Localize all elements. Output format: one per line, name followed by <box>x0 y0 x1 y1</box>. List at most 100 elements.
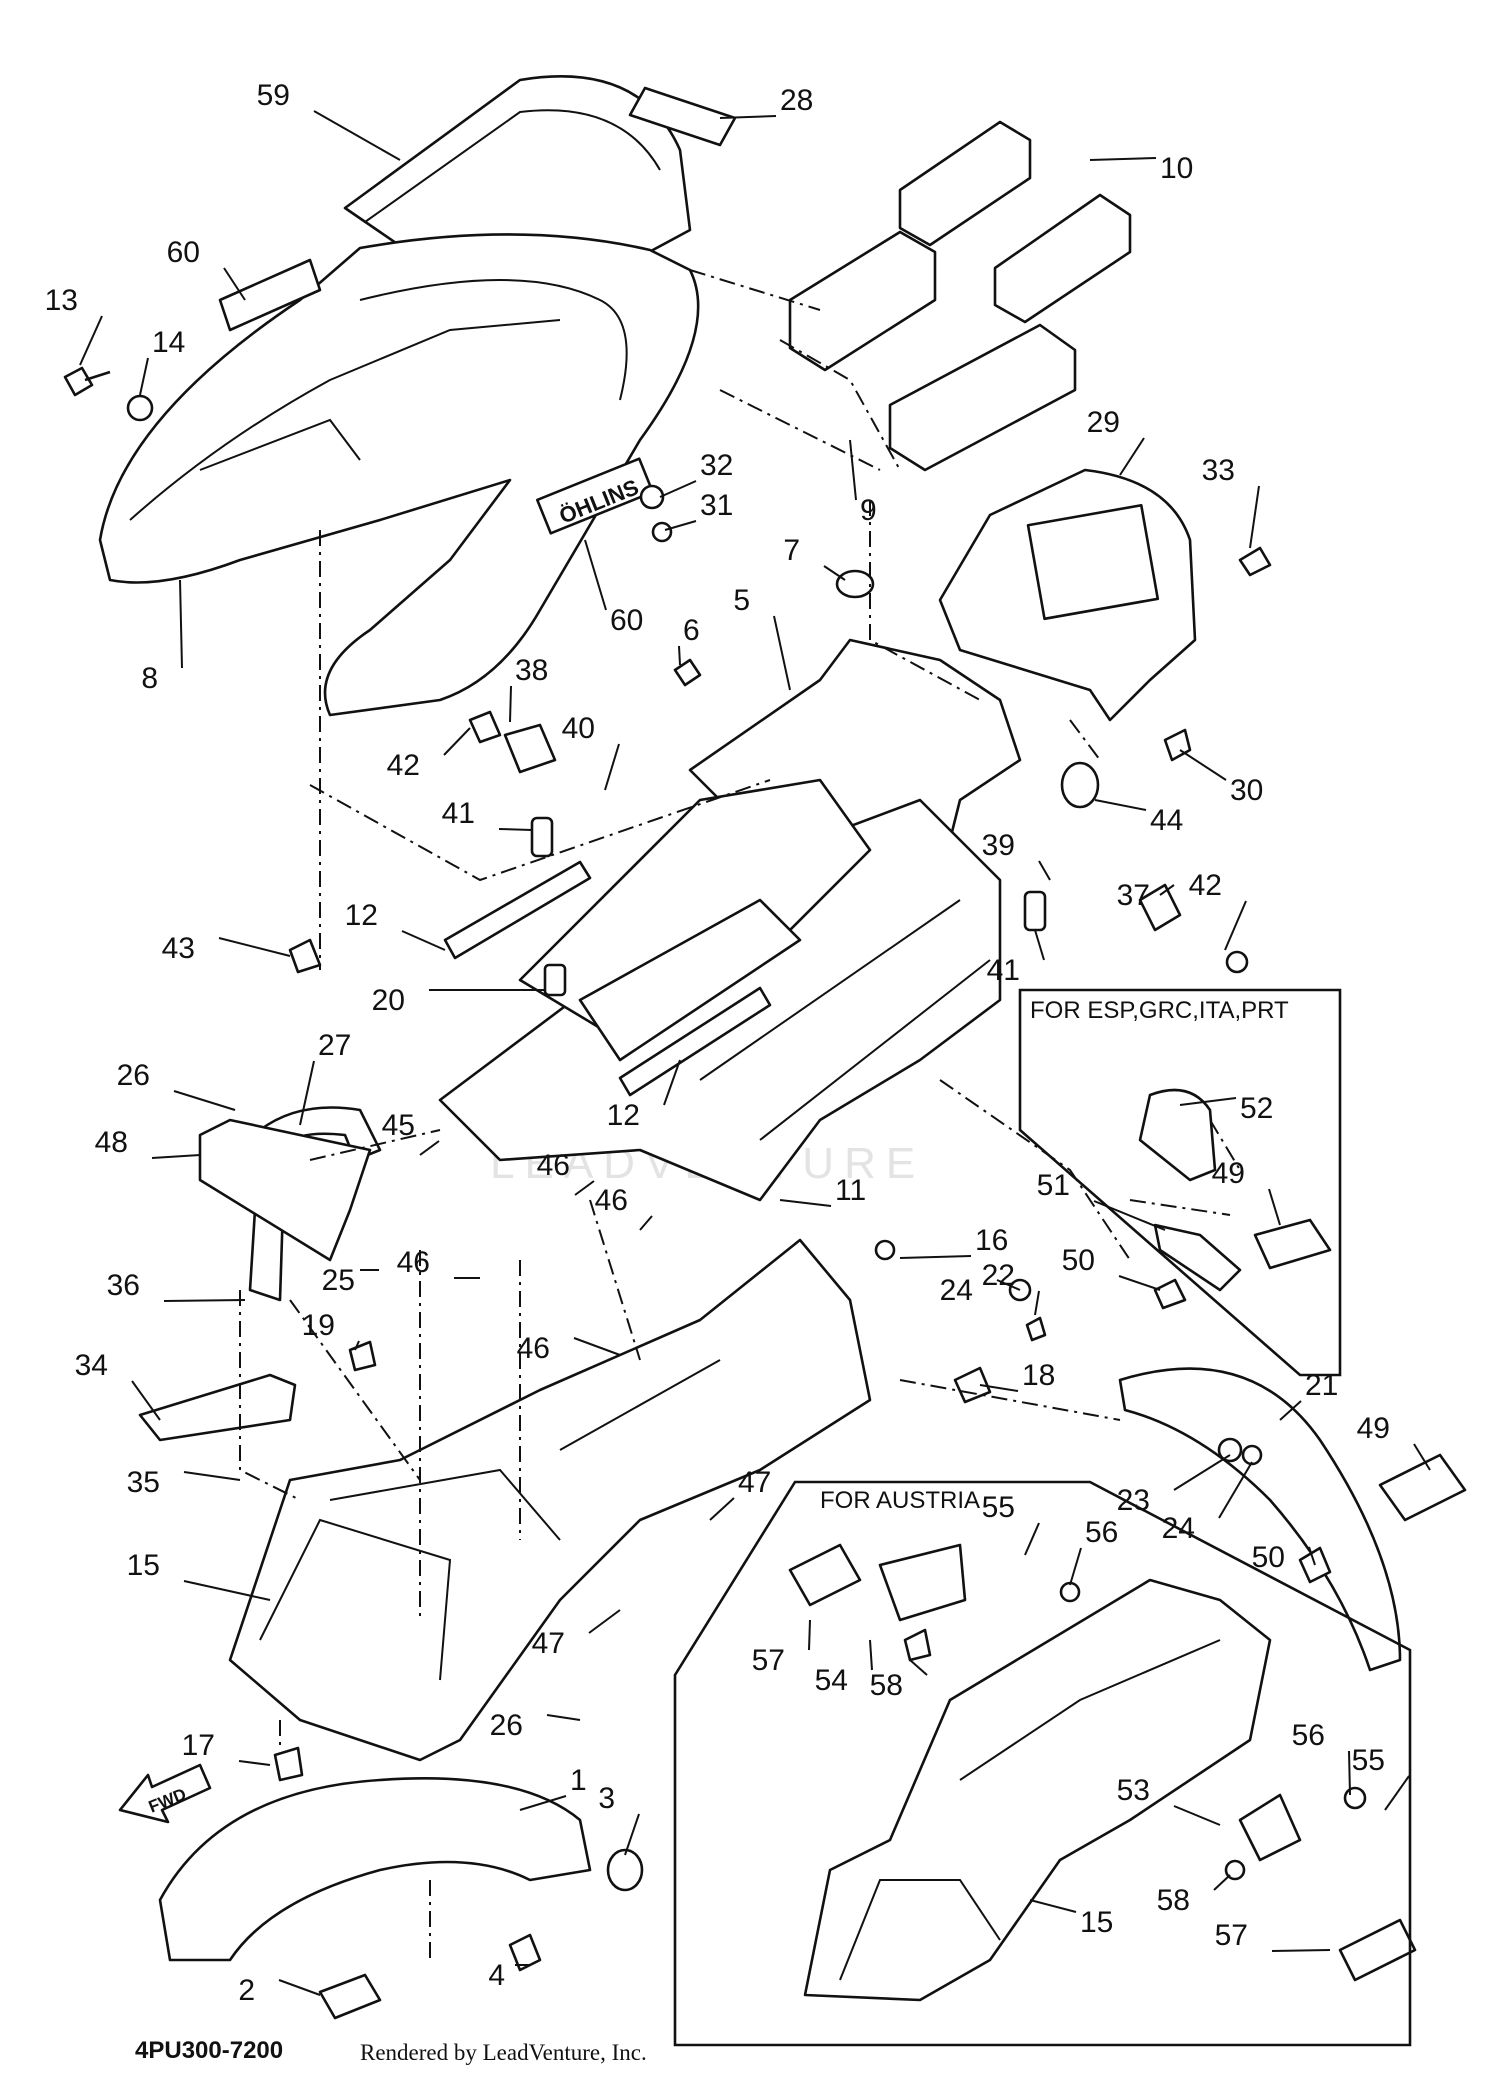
leader-line-55a <box>1024 1522 1040 1556</box>
callout-1: 1 <box>570 1764 587 1797</box>
leader-line-34 <box>131 1380 161 1421</box>
callout-11: 11 <box>835 1174 866 1207</box>
leader-line-31 <box>664 520 697 531</box>
leader-line-12b <box>663 1059 681 1106</box>
callout-60a: 60 <box>167 236 200 269</box>
leader-line-13 <box>79 315 103 366</box>
callout-58b: 58 <box>1157 1884 1190 1917</box>
callout-38: 38 <box>515 654 548 687</box>
leader-line-41b <box>1034 929 1045 961</box>
callout-41b: 41 <box>987 954 1020 987</box>
leader-line-33 <box>1249 485 1260 549</box>
callout-12a: 12 <box>345 899 378 932</box>
leader-line-47a <box>709 1497 735 1521</box>
drawing-code: 4PU300-7200 <box>135 2037 283 2064</box>
leader-line-17 <box>238 1760 271 1766</box>
leader-line-49a <box>1413 1443 1431 1471</box>
leader-line-3 <box>624 1813 640 1856</box>
inset-esp-title: FOR ESP,GRC,ITA,PRT <box>1030 997 1289 1024</box>
callout-20: 20 <box>372 984 405 1017</box>
callout-32: 32 <box>700 449 733 482</box>
callout-50a: 50 <box>1252 1541 1285 1574</box>
leader-line-11 <box>779 1199 832 1207</box>
callout-53: 53 <box>1117 1774 1150 1807</box>
leader-line-56a <box>1069 1547 1082 1586</box>
leader-line-49b <box>1268 1188 1281 1226</box>
leader-line-7 <box>823 565 846 581</box>
leader-line-46a <box>574 1180 595 1196</box>
callout-26a: 26 <box>117 1059 150 1092</box>
inset-esp-grc-ita-prt: FOR ESP,GRC,ITA,PRT <box>1018 988 1342 1377</box>
callout-41a: 41 <box>442 797 475 830</box>
leader-line-51 <box>1093 1200 1166 1231</box>
callout-37: 37 <box>1117 879 1150 912</box>
leader-line-18 <box>979 1384 1019 1392</box>
callout-36: 36 <box>107 1269 140 1302</box>
callout-5: 5 <box>733 584 750 617</box>
callout-39: 39 <box>982 829 1015 862</box>
part-10-pads <box>788 120 1132 472</box>
leader-line-24a <box>996 1279 1021 1291</box>
callout-57b: 57 <box>1215 1919 1248 1952</box>
leader-line-24b <box>1218 1461 1253 1519</box>
leader-line-50a <box>1308 1546 1316 1566</box>
leader-line-32 <box>659 480 697 498</box>
leader-line-30 <box>1179 749 1227 781</box>
callout-30: 30 <box>1230 774 1263 807</box>
part-48-bracket <box>198 1118 372 1262</box>
leader-line-8 <box>179 579 183 669</box>
leader-line-16 <box>899 1255 972 1259</box>
leader-line-29 <box>1119 437 1145 476</box>
callout-54: 54 <box>815 1664 848 1697</box>
leader-line-48 <box>151 1154 201 1159</box>
callout-8: 8 <box>141 662 158 695</box>
leader-line-36 <box>163 1299 246 1302</box>
callout-44: 44 <box>1150 804 1183 837</box>
leader-line-35 <box>183 1471 241 1481</box>
callout-59: 59 <box>257 79 290 112</box>
callout-49a: 49 <box>1357 1412 1390 1445</box>
leader-line-53 <box>1173 1805 1221 1826</box>
callout-4: 4 <box>488 1959 505 1992</box>
callout-3: 3 <box>598 1782 615 1815</box>
leader-line-55b <box>1384 1775 1410 1811</box>
leader-line-58b <box>1213 1874 1231 1891</box>
leader-line-46d <box>573 1337 621 1356</box>
part-8-tail-cowl: ÖHLINS <box>98 233 700 717</box>
callout-31: 31 <box>700 489 733 522</box>
callout-46c: 46 <box>397 1246 430 1279</box>
callout-7: 7 <box>783 534 800 567</box>
callout-9: 9 <box>860 494 877 527</box>
callout-56b: 56 <box>1292 1719 1325 1752</box>
callout-29: 29 <box>1087 406 1120 439</box>
inset-austria-title: FOR AUSTRIA <box>820 1487 980 1514</box>
leader-line-43 <box>218 937 291 957</box>
callout-45: 45 <box>382 1109 415 1142</box>
callout-18: 18 <box>1022 1359 1055 1392</box>
leader-line-57a <box>808 1619 811 1651</box>
leader-line-50b <box>1118 1275 1161 1291</box>
leader-line-6 <box>678 645 681 666</box>
leader-line-37 <box>1159 884 1175 896</box>
leader-line-38 <box>509 685 512 723</box>
callout-17: 17 <box>182 1729 215 1762</box>
callout-28: 28 <box>780 84 813 117</box>
callout-52: 52 <box>1240 1092 1273 1125</box>
part-60-decal <box>535 457 655 535</box>
callout-10: 10 <box>1160 152 1193 185</box>
callout-15a: 15 <box>127 1549 160 1582</box>
callout-14: 14 <box>152 326 185 359</box>
leader-line-41a <box>498 828 533 831</box>
callout-25: 25 <box>322 1264 355 1297</box>
callout-16: 16 <box>975 1224 1008 1257</box>
part-15-inner-fender <box>228 1238 872 1762</box>
callout-46b: 46 <box>595 1184 628 1217</box>
part-49-reflector <box>1378 1453 1467 1522</box>
leader-line-10 <box>1089 157 1157 161</box>
leader-line-57b <box>1271 1949 1331 1952</box>
callout-19: 19 <box>302 1309 335 1342</box>
callout-24b: 24 <box>1162 1512 1195 1545</box>
callout-49b: 49 <box>1212 1157 1245 1190</box>
leader-line-22 <box>1034 1290 1040 1316</box>
